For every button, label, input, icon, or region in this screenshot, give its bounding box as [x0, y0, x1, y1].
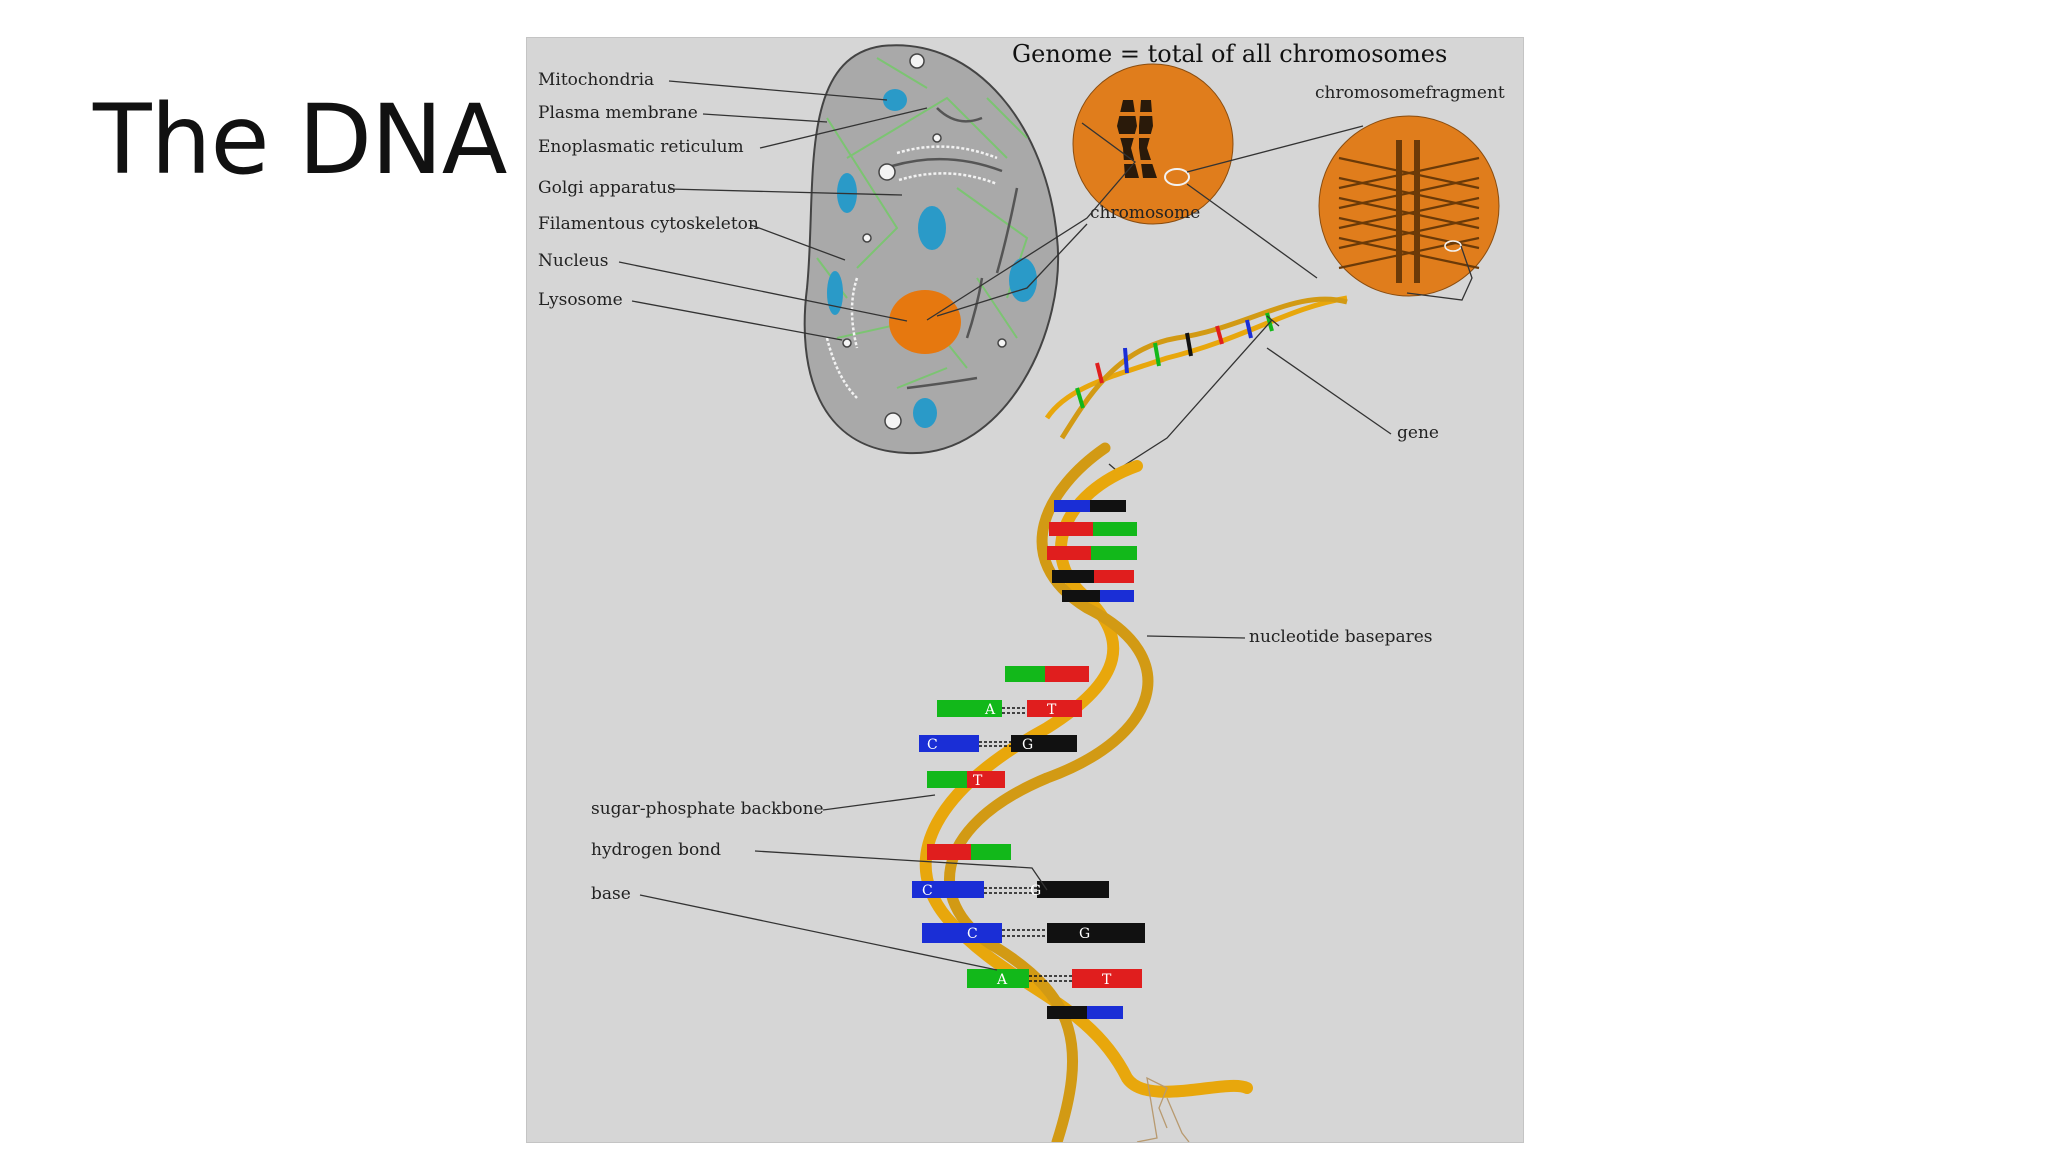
dna-helix: A T C G T C: [912, 295, 1348, 1142]
lysosome: [862, 233, 872, 243]
lysosome: [932, 133, 942, 143]
label-chromosome: chromosome: [1090, 203, 1200, 223]
dna-diagram: Genome = total of all chromosomes: [526, 37, 1524, 1143]
label-er: Enoplasmatic reticulum: [538, 137, 744, 157]
label-plasma-membrane: Plasma membrane: [538, 103, 698, 123]
base-label: G: [1030, 883, 1041, 899]
label-cytoskeleton: Filamentous cytoskeleton: [538, 214, 759, 234]
cell-leader-lines: [618, 80, 928, 341]
base-label: T: [973, 773, 983, 789]
mitochondrion: [913, 398, 937, 428]
label-gene: gene: [1397, 423, 1439, 443]
cell-labels: Mitochondria Plasma membrane Enoplasmati…: [538, 70, 759, 310]
mitochondrion: [883, 89, 907, 111]
label-nucleus: Nucleus: [538, 251, 609, 271]
base-label: G: [1022, 737, 1033, 753]
genome-title: Genome = total of all chromosomes: [1012, 40, 1447, 68]
backbone-strand-2: [944, 442, 1154, 1142]
label-chromosome-fragment: chromosomefragment: [1315, 83, 1505, 103]
dna-leader-lines: [639, 347, 1392, 971]
base-label: G: [1079, 926, 1090, 942]
base-label: T: [1047, 702, 1057, 718]
lysosome: [997, 338, 1007, 348]
chromosome-fragment-view: chromosomefragment: [1315, 83, 1505, 297]
label-hydrogen-bond: hydrogen bond: [591, 840, 721, 860]
base-label: A: [996, 972, 1008, 988]
chromosome-circle: [1072, 63, 1234, 225]
lysosome: [909, 53, 925, 69]
base-label: C: [967, 926, 978, 942]
mitochondrion: [827, 271, 843, 315]
dna-helix-small: [1044, 295, 1348, 440]
chromosome-shape: [1115, 100, 1190, 186]
base-pairs: A T C G T C: [912, 500, 1145, 1019]
slide-title: The DNA: [93, 84, 507, 196]
fragment-fibers: [1338, 140, 1480, 283]
lysosome: [842, 338, 852, 348]
label-mitochondria: Mitochondria: [538, 70, 654, 90]
mitochondrion: [918, 206, 946, 250]
base-label: C: [927, 737, 938, 753]
dna-labels: gene nucleotide basepares sugar-phosphat…: [591, 423, 1439, 904]
nucleotide-sketch: [1136, 1076, 1190, 1142]
gene-bracket: [1116, 319, 1273, 471]
base-label: C: [922, 883, 933, 899]
label-basepairs: nucleotide basepares: [1249, 627, 1433, 647]
golgi-apparatus-shape: [825, 107, 1019, 399]
chromosome-view: chromosome: [1072, 63, 1234, 225]
lysosome-shapes: [842, 53, 1007, 430]
lysosome: [884, 412, 902, 430]
base-label: T: [1102, 972, 1112, 988]
label-golgi: Golgi apparatus: [538, 178, 676, 198]
label-base: base: [591, 884, 631, 904]
lysosome: [878, 163, 896, 181]
nucleus-shape: [889, 290, 961, 354]
base-label: A: [984, 702, 996, 718]
label-backbone: sugar-phosphate backbone: [591, 799, 824, 819]
chromosome-leader-lines: [926, 122, 1473, 321]
cell: [803, 44, 1060, 455]
label-lysosome: Lysosome: [538, 290, 623, 310]
